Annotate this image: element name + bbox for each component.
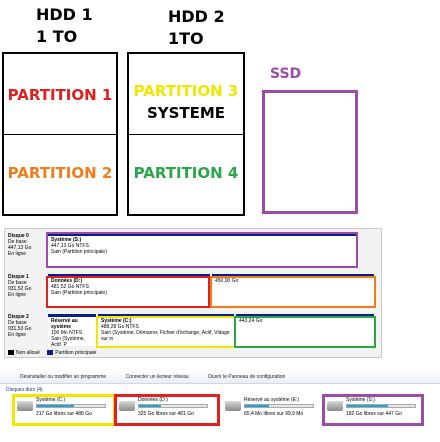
- highlight-partition-1: [46, 276, 210, 308]
- partition-4-label: PARTITION 4: [133, 164, 239, 182]
- drive-s-icon: [327, 401, 343, 411]
- partition-3-system-label: SYSTEME: [146, 104, 226, 122]
- volume-donnees-d-state: Sain (Partition principale): [51, 290, 107, 296]
- volume-system-c-state: Sain (Système, Démarrer, Fichier d'échan…: [101, 330, 230, 342]
- drive-d-name: Données (D:): [138, 397, 168, 403]
- partition-2-label: PARTITION 2: [7, 164, 113, 182]
- disk-0-info[interactable]: Disque 0 De base 447,13 Go En ligne: [8, 233, 46, 257]
- legend-unallocated: Non alloué: [16, 350, 40, 356]
- disk-1-name: Disque 1: [8, 274, 29, 280]
- volume-unallocated-450[interactable]: 450,00 Go: [212, 274, 374, 306]
- volume-system-c-detail: 488,28 Go NTFS: [101, 324, 139, 330]
- drive-system-s[interactable]: Système (S:) 182 Go libres sur 447 Go: [324, 395, 422, 425]
- drive-s-usage-fill: [347, 405, 388, 407]
- volume-system-c[interactable]: Système (C:) 488,28 Go NTFS Sain (Systèm…: [98, 314, 234, 346]
- highlight-drive-c: [12, 394, 116, 426]
- drive-e-icon: [225, 401, 241, 411]
- partition-1-label: PARTITION 1: [7, 86, 113, 104]
- drive-d-usage-bar: [138, 404, 208, 408]
- disk-2-status: En ligne: [8, 332, 27, 338]
- hdd1-box: PARTITION 1 PARTITION 2: [2, 52, 118, 216]
- highlight-partition-3: [96, 316, 236, 348]
- drive-c-usage-fill: [37, 405, 75, 407]
- drive-s-name: Système (S:): [346, 397, 375, 403]
- drive-e-usage-bar: [244, 404, 314, 408]
- volume-donnees-d[interactable]: Données (D:) 481,52 Go NTFS Sain (Partit…: [48, 274, 210, 306]
- drive-s-usage-bar: [346, 404, 416, 408]
- volume-donnees-d-name: Données (D:): [51, 278, 83, 284]
- drive-system-c[interactable]: Système (C:) 217 Go libres sur 488 Go: [14, 395, 114, 425]
- legend-primary: Partition principale: [55, 350, 97, 356]
- hdd2-title-line1: HDD 2: [168, 7, 225, 26]
- volume-donnees-d-detail: 481,52 Go NTFS: [51, 284, 89, 290]
- hdd1-title-line2: 1 TO: [36, 27, 78, 46]
- toolbar-map-network-drive[interactable]: Connecter un lecteur réseau: [125, 374, 189, 380]
- volume-system-s[interactable]: Système (S:) 447,13 Go NTFS Sain (Partit…: [48, 233, 356, 267]
- disk-0-size: 447,13 Go: [8, 245, 32, 251]
- section-hard-drives: Disques durs (4): [6, 387, 43, 393]
- explorer-toolbar: Désinstaller ou modifier un programme Co…: [0, 372, 440, 384]
- disk-2-type: De base: [8, 320, 27, 326]
- volume-unallocated-443-detail: 443,24 Go: [239, 318, 263, 324]
- drive-donnees-d[interactable]: Données (D:) 325 Go libres sur 481 Go: [116, 395, 218, 425]
- toolbar-uninstall-program[interactable]: Désinstaller ou modifier un programme: [20, 374, 107, 380]
- primary-swatch: [47, 350, 54, 356]
- volume-reserved-system[interactable]: Réservé au système 100 Mo NTFS Sain (Sys…: [48, 314, 96, 346]
- disk-0-type: De base: [8, 239, 27, 245]
- disk-1-size: 931,52 Go: [8, 286, 32, 292]
- disk-2-name: Disque 2: [8, 314, 29, 320]
- hdd2-box: PARTITION 3 SYSTEME PARTITION 4: [127, 52, 245, 216]
- unallocated-swatch: [8, 350, 14, 356]
- disk-legend: Non alloué Partition principale: [8, 350, 96, 356]
- ssd-box: [262, 90, 358, 214]
- highlight-partition-2: [210, 276, 376, 308]
- hdd1-title: HDD 1 1 TO: [36, 4, 93, 48]
- drive-d-icon: [119, 401, 135, 411]
- disk-2-info[interactable]: Disque 2 De base 931,53 Go En ligne: [8, 314, 46, 338]
- volume-reserved-system-state: Sain (Système, Actif, P: [51, 336, 85, 346]
- disk-2-size: 931,53 Go: [8, 326, 32, 332]
- highlight-drive-d: [114, 394, 220, 426]
- drive-e-name: Réservé au système (E:): [244, 397, 300, 403]
- volume-system-s-name: Système (S:): [51, 237, 82, 243]
- drive-c-icon: [17, 401, 33, 411]
- volume-system-c-name: Système (C:): [101, 318, 132, 324]
- toolbar-open-control-panel[interactable]: Ouvrir le Panneau de configuration: [208, 374, 286, 380]
- highlight-drive-s: [322, 394, 424, 426]
- drive-reserved-e[interactable]: Réservé au système (E:) 65,4 Mo libres s…: [222, 395, 322, 425]
- disk-1-status: En ligne: [8, 292, 27, 298]
- hdd1-title-line1: HDD 1: [36, 5, 93, 24]
- hdd2-title: HDD 2 1TO: [168, 6, 225, 50]
- disk-1-type: De base: [8, 280, 27, 286]
- volume-unallocated-450-detail: 450,00 Go: [215, 278, 239, 284]
- disk-0-status: En ligne: [8, 251, 27, 257]
- volume-unallocated-443[interactable]: 443,24 Go: [236, 314, 374, 346]
- hdd2-divider: [129, 134, 243, 135]
- drive-c-usage-bar: [36, 404, 106, 408]
- drive-d-usage-fill: [139, 405, 162, 407]
- drive-c-space: 217 Go libres sur 488 Go: [36, 411, 92, 417]
- highlight-ssd: [46, 232, 358, 268]
- volume-system-s-detail: 447,13 Go NTFS: [51, 243, 89, 249]
- disk-1-info[interactable]: Disque 1 De base 931,52 Go En ligne: [8, 274, 46, 298]
- hdd2-title-line2: 1TO: [168, 29, 204, 48]
- volume-reserved-system-detail: 100 Mo NTFS: [51, 330, 83, 336]
- ssd-title: SSD: [270, 66, 302, 82]
- volume-system-s-state: Sain (Partition principale): [51, 249, 107, 255]
- drive-c-name: Système (C:): [36, 397, 66, 403]
- highlight-partition-4: [234, 316, 376, 348]
- volume-reserved-system-name: Réservé au système: [51, 318, 78, 330]
- drive-e-usage-fill: [245, 405, 269, 407]
- disk-0-name: Disque 0: [8, 233, 29, 239]
- drive-e-space: 65,4 Mo libres sur 99,9 Mo: [244, 411, 304, 417]
- partition-3-label: PARTITION 3: [133, 82, 239, 100]
- drive-s-space: 182 Go libres sur 447 Go: [346, 411, 402, 417]
- drive-d-space: 325 Go libres sur 481 Go: [138, 411, 194, 417]
- hdd1-divider: [4, 134, 116, 135]
